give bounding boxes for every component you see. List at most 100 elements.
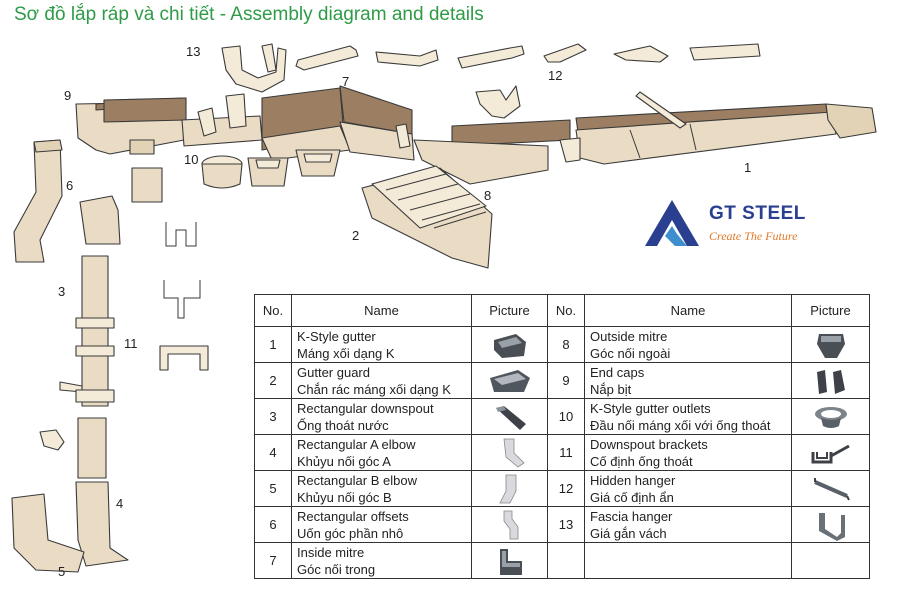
part-number: 5 <box>254 470 292 507</box>
part-name-en: Outside mitre <box>590 328 668 344</box>
label-3: 3 <box>58 284 65 299</box>
label-13: 13 <box>186 44 200 59</box>
part-name-en: Rectangular A elbow <box>297 436 416 452</box>
fascia-hanger-drawing <box>221 43 287 93</box>
label-6: 6 <box>66 178 73 193</box>
downspout-drawing <box>59 255 115 407</box>
part-picture <box>471 362 548 399</box>
k-style-gutter-icon <box>493 333 526 358</box>
header-name: Name <box>291 294 472 327</box>
part-name-vi: Đầu nối máng xối với ống thoát <box>590 417 771 433</box>
label-12: 12 <box>548 68 562 83</box>
part-name-en: Fascia hanger <box>590 508 673 524</box>
part-number: 13 <box>547 506 585 543</box>
fascia-hanger-icon <box>818 512 845 541</box>
part-name-en: Inside mitre <box>297 544 365 560</box>
page-title: Sơ đồ lắp ráp và chi tiết - Assembly dia… <box>14 4 484 25</box>
part-picture <box>471 470 548 507</box>
label-10: 10 <box>184 152 198 167</box>
part-number: 11 <box>547 434 585 471</box>
part-name-vi: Giá cố định ẩn <box>590 489 674 505</box>
clip-drawing <box>39 429 65 451</box>
part-name-en: Gutter guard <box>297 364 370 380</box>
part-picture <box>471 434 548 471</box>
part-picture <box>791 326 870 363</box>
hidden-hanger-drawings <box>295 43 761 71</box>
part-picture <box>471 326 548 363</box>
part-name-vi: Nắp bịt <box>590 381 632 397</box>
gutter-outlet-icon <box>814 406 847 428</box>
downspout-bracket-icon <box>811 444 850 463</box>
empty-cell <box>584 542 792 579</box>
part-picture <box>471 398 548 435</box>
offset-icon <box>503 510 518 539</box>
logo-tagline: Create The Future <box>709 229 798 243</box>
a-elbow-icon <box>503 438 525 467</box>
gutter-guard-drawing <box>361 165 493 269</box>
gt-steel-logo-mark-icon <box>645 200 699 246</box>
part-number: 8 <box>547 326 585 363</box>
empty-cell <box>791 542 870 579</box>
elbow-drawings-lower <box>11 417 129 573</box>
gt-steel-logo: GT STEEL Create The Future <box>641 196 821 250</box>
header-picture: Picture <box>791 294 870 327</box>
gutter-outlet-drawings <box>201 149 341 189</box>
b-elbow-icon <box>498 474 516 503</box>
part-number: 3 <box>254 398 292 435</box>
gutter-run-drawing <box>75 85 877 185</box>
elbow-drawings-upper <box>79 167 163 245</box>
part-picture <box>791 434 870 471</box>
inside-mitre-drawing <box>475 85 521 119</box>
offset-drawing <box>13 139 63 263</box>
part-name-en: K-Style gutter outlets <box>590 400 711 416</box>
part-number: 10 <box>547 398 585 435</box>
part-name-vi: Uốn góc phần nhô <box>297 525 404 541</box>
part-number: 6 <box>254 506 292 543</box>
part-name-vi: Khủyu nối góc A <box>297 453 391 469</box>
label-11: 11 <box>124 336 138 351</box>
header-picture: Picture <box>471 294 548 327</box>
label-7: 7 <box>342 74 349 89</box>
part-name-en: Rectangular B elbow <box>297 472 417 488</box>
gutter-guard-icon <box>489 369 530 392</box>
part-picture <box>791 398 870 435</box>
part-name-vi: Ống thoát nước <box>297 417 389 433</box>
part-name-en: Rectangular downspout <box>297 400 434 416</box>
inside-mitre-icon <box>499 548 522 575</box>
part-name-vi: Góc nối trong <box>297 561 376 577</box>
header-name: Name <box>584 294 792 327</box>
part-name-en: Downspout brackets <box>590 436 708 452</box>
part-number: 7 <box>254 542 292 579</box>
part-name-en: Hidden hanger <box>590 472 676 488</box>
header-no: No. <box>254 294 292 327</box>
part-name-vi: Máng xối dạng K <box>297 345 395 361</box>
part-number: 4 <box>254 434 292 471</box>
part-picture <box>791 506 870 543</box>
part-name-en: Rectangular offsets <box>297 508 409 524</box>
label-4: 4 <box>116 496 123 511</box>
label-9: 9 <box>64 88 71 103</box>
part-name-vi: Chắn rác máng xối dạng K <box>297 381 451 397</box>
part-number: 2 <box>254 362 292 399</box>
logo-name: GT STEEL <box>709 203 806 224</box>
label-5: 5 <box>58 564 65 579</box>
label-2: 2 <box>352 228 359 243</box>
